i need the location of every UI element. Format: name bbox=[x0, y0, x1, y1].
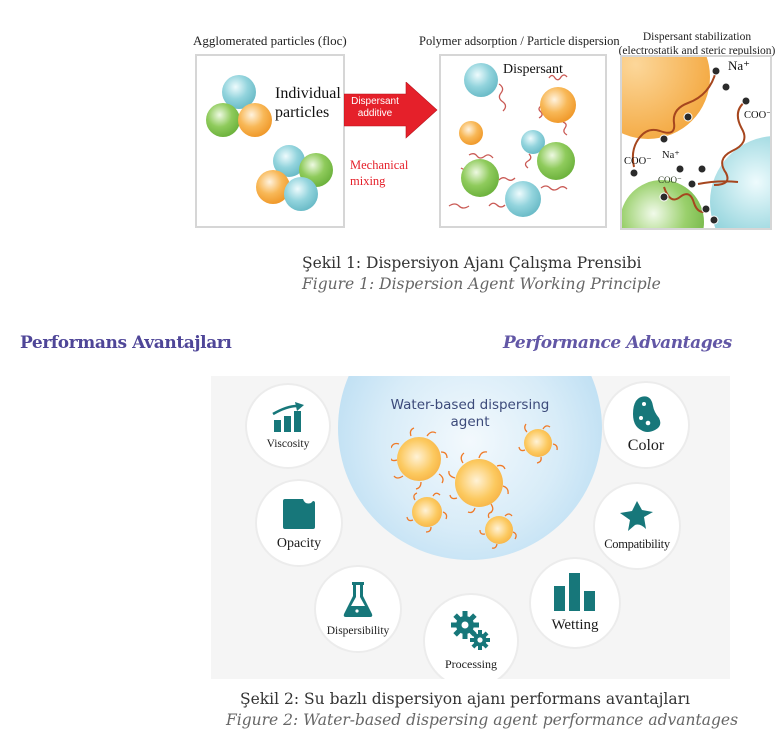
particle-green bbox=[461, 159, 499, 197]
particle-blue bbox=[710, 136, 770, 228]
dispersant-label: Dispersant bbox=[503, 62, 563, 77]
particle-orange bbox=[256, 170, 290, 204]
ion-label-coo: COO⁻ bbox=[744, 110, 772, 121]
dispersing-agent-title: Water-based dispersing agent bbox=[390, 397, 550, 430]
advantage-label: Color bbox=[627, 436, 665, 454]
advantage-wetting: Wetting bbox=[531, 559, 619, 647]
figure-1: Agglomerated particles (floc) Individual… bbox=[0, 0, 780, 300]
advantage-compatibility: Compatibility bbox=[595, 484, 679, 568]
polymer-chain bbox=[697, 180, 739, 185]
particle-green bbox=[206, 103, 240, 137]
bar-chart-icon bbox=[554, 572, 595, 611]
particle-blue bbox=[284, 177, 318, 211]
opacity-shape-icon bbox=[283, 498, 315, 529]
ion-label-coo: COO⁻ bbox=[624, 156, 652, 167]
polymer-chain bbox=[631, 70, 717, 168]
advantage-processing: Processing bbox=[425, 595, 517, 679]
advantage-dispersibility: Dispersibility bbox=[316, 567, 400, 651]
panel-1-title: Agglomerated particles (floc) bbox=[193, 33, 347, 48]
advantage-label: Wetting bbox=[551, 616, 599, 633]
ion-label-na: Na⁺ bbox=[662, 150, 680, 161]
negative-charge bbox=[687, 179, 697, 189]
polymer-chain bbox=[548, 74, 568, 81]
coated-particle bbox=[406, 492, 448, 533]
figure-1-caption-en: Figure 1: Dispersion Agent Working Princ… bbox=[302, 275, 661, 293]
stabilization-graphic bbox=[622, 57, 770, 228]
particle-blue bbox=[521, 130, 545, 154]
negative-charge bbox=[675, 164, 685, 174]
coated-particle bbox=[518, 423, 558, 464]
section-heading-tr: Performans Avantajları bbox=[20, 333, 232, 353]
advantage-label: Viscosity bbox=[266, 438, 310, 450]
flask-icon bbox=[343, 581, 373, 617]
polymer-chain bbox=[488, 202, 506, 208]
figure-2-caption-tr: Şekil 2: Su bazlı dispersiyon ajanı perf… bbox=[240, 690, 690, 708]
polymer-chain bbox=[448, 203, 470, 209]
particle-blue bbox=[505, 181, 541, 217]
particle-blue bbox=[273, 145, 305, 177]
coated-particle bbox=[448, 451, 509, 514]
negative-charge bbox=[709, 215, 719, 225]
particle-orange bbox=[459, 121, 483, 145]
particle-green bbox=[622, 180, 704, 228]
ion-label-na: Na⁺ bbox=[728, 58, 751, 73]
chart-trend-up-icon bbox=[272, 402, 304, 432]
negative-charge bbox=[629, 168, 639, 178]
panel-2-title: Polymer adsorption / Particle dispersion bbox=[419, 34, 620, 48]
panel-polymer-adsorption: Dispersant bbox=[439, 54, 607, 228]
coated-particle bbox=[391, 427, 448, 490]
polymer-chain bbox=[524, 153, 532, 169]
panel-agglomerated: Individual particles bbox=[195, 54, 345, 228]
gears-icon bbox=[451, 610, 490, 650]
negative-charge bbox=[683, 112, 693, 122]
polymer-chain bbox=[468, 153, 494, 159]
coated-particle bbox=[479, 511, 517, 549]
dispersed-particles-graphic bbox=[448, 63, 576, 217]
palette-icon bbox=[633, 395, 661, 432]
puzzle-star-icon bbox=[620, 500, 653, 531]
advantage-label: Opacity bbox=[276, 535, 322, 551]
arrow-shape bbox=[344, 82, 438, 139]
negative-charge bbox=[721, 82, 731, 92]
individual-particles-label: Individual particles bbox=[275, 85, 341, 121]
advantage-viscosity: Viscosity bbox=[247, 385, 329, 467]
advantage-color: Color bbox=[604, 383, 688, 467]
polymer-chain bbox=[562, 121, 568, 136]
particle-blue bbox=[464, 63, 498, 97]
negative-charge bbox=[711, 66, 721, 76]
particle-blue bbox=[222, 75, 256, 109]
polymer-chain bbox=[498, 177, 516, 181]
dispersant-arrow bbox=[344, 82, 438, 139]
negative-charge bbox=[701, 204, 711, 214]
panel-dispersant-stabilization: Na⁺ COO⁻ COO⁻ Na⁺ COO⁻ bbox=[620, 55, 772, 230]
negative-charge bbox=[697, 164, 707, 174]
dispersed-particles bbox=[391, 423, 558, 549]
polymer-chain bbox=[538, 105, 543, 119]
negative-charge bbox=[741, 96, 751, 106]
advantage-label: Compatibility bbox=[604, 536, 670, 551]
figure-2: Water-based dispersing agent bbox=[211, 376, 730, 679]
arrow-label: Dispersant additive bbox=[351, 96, 399, 119]
negative-charge bbox=[659, 192, 669, 202]
advantage-label: Processing bbox=[445, 656, 497, 671]
section-heading-en: Performance Advantages bbox=[503, 333, 732, 353]
particle-orange bbox=[238, 103, 272, 137]
agglomerated-particles-graphic bbox=[206, 75, 333, 211]
particle-green bbox=[537, 142, 575, 180]
negative-charge bbox=[659, 134, 669, 144]
figure-1-caption-tr: Şekil 1: Dispersiyon Ajanı Çalışma Prens… bbox=[302, 254, 642, 272]
mechanical-mixing-label: Mechanical mixing bbox=[350, 158, 409, 188]
polymer-chain bbox=[498, 83, 507, 112]
figure-2-caption-en: Figure 2: Water-based dispersing agent p… bbox=[226, 711, 739, 729]
advantage-opacity: Opacity bbox=[257, 481, 341, 565]
panel-3-title: Dispersant stabilization (electrostatik … bbox=[618, 31, 776, 57]
ion-label-coo: COO⁻ bbox=[658, 175, 682, 185]
polymer-chain bbox=[663, 186, 709, 213]
advantage-label: Dispersibility bbox=[326, 624, 390, 637]
polymer-chain bbox=[540, 185, 568, 191]
particle-orange bbox=[540, 87, 576, 123]
polymer-chain bbox=[713, 100, 747, 186]
